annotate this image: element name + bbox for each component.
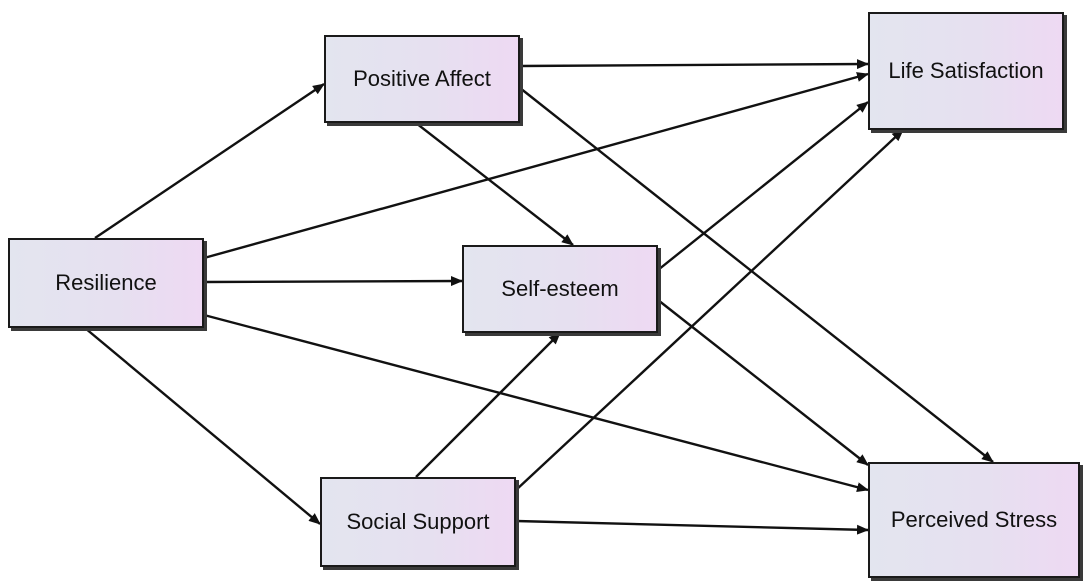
edge-positive-affect-to-life-satisfaction	[519, 59, 869, 70]
node-resilience-label: Resilience	[55, 270, 157, 295]
node-positive-affect-label: Positive Affect	[353, 66, 491, 91]
edge-positive-affect-to-self-esteem	[415, 122, 574, 246]
edge-resilience-to-self-esteem	[203, 276, 463, 287]
edge-social-support-to-perceived-stress	[515, 519, 869, 535]
node-life-satisfaction-label: Life Satisfaction	[888, 58, 1044, 83]
edge-social-support-to-life-satisfaction	[515, 129, 904, 491]
edge-resilience-to-perceived-stress	[203, 313, 869, 493]
edge-resilience-to-life-satisfaction	[203, 72, 869, 260]
edge-self-esteem-to-perceived-stress	[657, 299, 869, 466]
edge-self-esteem-to-life-satisfaction	[657, 101, 869, 271]
edge-positive-affect-to-perceived-stress	[519, 87, 994, 463]
node-resilience: Resilience	[8, 238, 204, 328]
node-social-support: Social Support	[320, 477, 516, 567]
node-social-support-label: Social Support	[346, 509, 490, 534]
node-perceived-stress: Perceived Stress	[868, 462, 1080, 578]
node-positive-affect: Positive Affect	[324, 35, 520, 123]
node-self-esteem: Self-esteem	[462, 245, 658, 333]
edge-resilience-to-social-support	[84, 327, 321, 525]
edge-resilience-to-positive-affect	[94, 83, 325, 239]
node-life-satisfaction: Life Satisfaction	[868, 12, 1064, 130]
edge-social-support-to-self-esteem	[415, 332, 561, 478]
node-perceived-stress-label: Perceived Stress	[890, 507, 1058, 532]
node-self-esteem-label: Self-esteem	[501, 276, 619, 301]
